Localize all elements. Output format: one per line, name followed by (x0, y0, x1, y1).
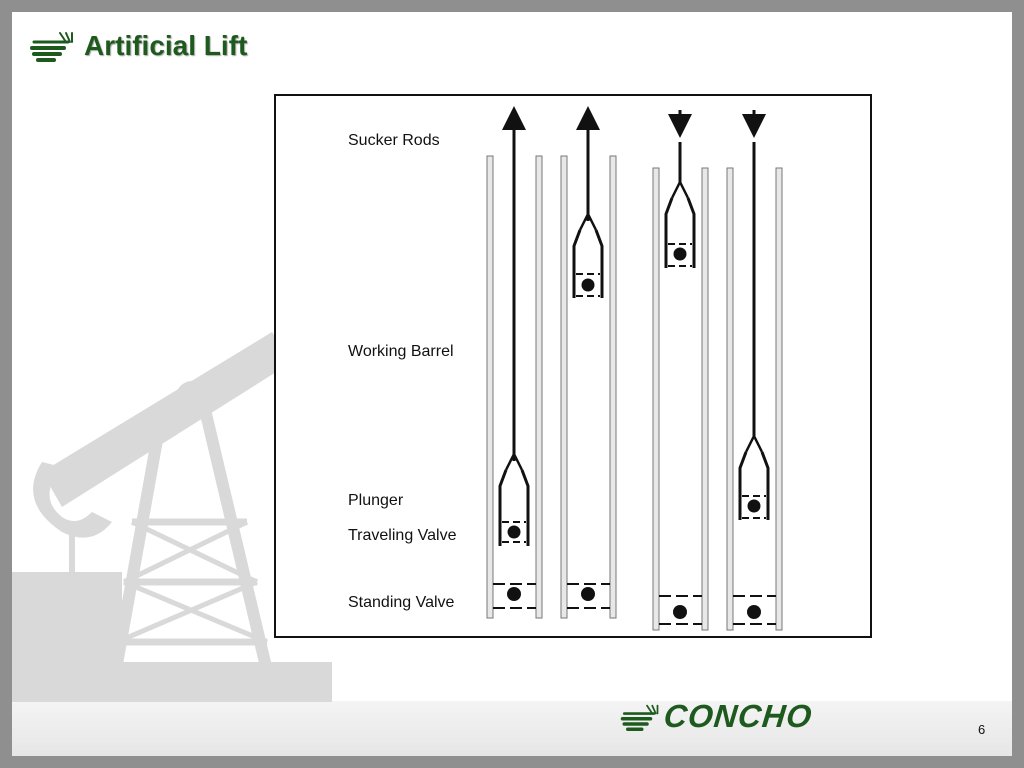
traveling-valve-ball (507, 525, 521, 539)
concho-logo-icon (30, 32, 73, 62)
standing-valve-ball (747, 605, 761, 619)
label-sucker-rods: Sucker Rods (348, 132, 440, 149)
pumpjack-watermark (12, 332, 332, 702)
traveling-valve-ball (747, 499, 761, 513)
slide-title: Artificial Lift (84, 30, 248, 61)
title-bar: Artificial Lift (30, 30, 247, 62)
pump-diagram: Sucker Rods Working Barrel Plunger Trave… (274, 94, 872, 638)
plunger (664, 197, 696, 268)
standing-valve-ball (507, 587, 521, 601)
traveling-valve-ball (581, 278, 595, 292)
label-plunger: Plunger (348, 492, 404, 509)
pump-stage-1 (486, 106, 543, 619)
plunger (572, 229, 604, 298)
pump-diagram-drawing (486, 106, 783, 631)
brand-wordmark: CONCHO (662, 698, 815, 734)
label-traveling-valve: Traveling Valve (348, 527, 457, 544)
concho-brand: CONCHO (620, 698, 815, 735)
plunger (498, 469, 530, 546)
slide: Artificial Lift (12, 12, 1012, 756)
standing-valve-ball (673, 605, 687, 619)
pump-stage-2 (560, 106, 617, 619)
traveling-valve-ball (673, 247, 687, 261)
pump-stage-3 (652, 110, 709, 631)
pump-stage-4 (726, 110, 783, 631)
plunger (738, 451, 770, 520)
page-number: 6 (978, 722, 986, 737)
footer-band (12, 701, 1012, 756)
label-working-barrel: Working Barrel (348, 343, 454, 360)
label-standing-valve: Standing Valve (348, 594, 455, 611)
concho-logo-icon (620, 704, 659, 731)
standing-valve-ball (581, 587, 595, 601)
